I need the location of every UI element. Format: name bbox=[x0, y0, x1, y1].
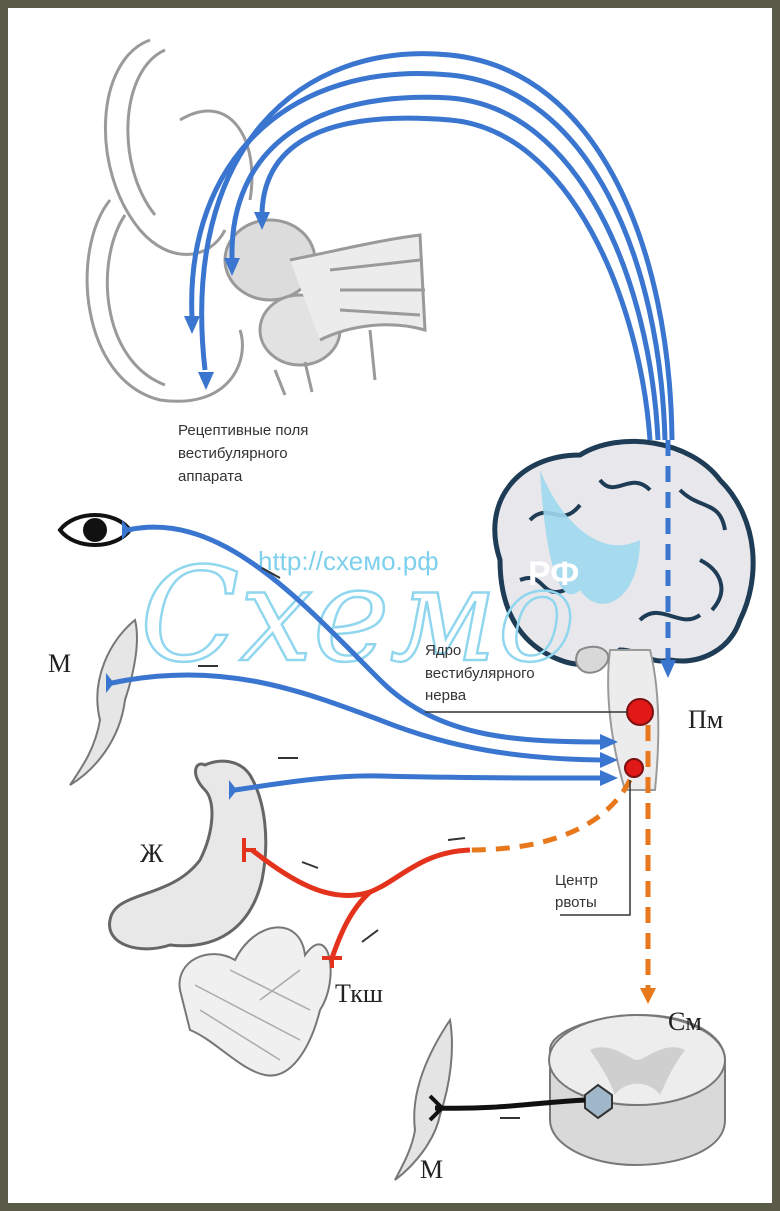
spinal-cord-label: См bbox=[668, 1007, 702, 1036]
svg-text:Рецептивные поля: Рецептивные поля bbox=[178, 422, 308, 439]
svg-text:аппарата: аппарата bbox=[178, 468, 243, 485]
receptive-fields-label: Рецептивные поля вестибулярного аппарата bbox=[178, 422, 308, 485]
rf-label: РФ bbox=[528, 555, 579, 593]
intestine-label: Ткш bbox=[335, 979, 383, 1008]
muscle-top-label: М bbox=[48, 649, 71, 678]
watermark-url: http://схемо.рф bbox=[258, 546, 439, 576]
intestine-drawing bbox=[180, 927, 331, 1075]
svg-text:нерва: нерва bbox=[425, 687, 467, 704]
svg-text:вестибулярного: вестибулярного bbox=[178, 445, 288, 462]
svg-text:рвоты: рвоты bbox=[555, 894, 597, 911]
stomach-label: Ж bbox=[140, 839, 164, 868]
medulla-label: Пм bbox=[688, 705, 723, 734]
vestibular-apparatus-drawing bbox=[87, 40, 425, 401]
svg-text:Центр: Центр bbox=[555, 872, 598, 889]
muscle-bottom-label: М bbox=[420, 1155, 443, 1184]
vomit-center-label: Центр рвоты bbox=[555, 872, 598, 911]
svg-text:Ядро: Ядро bbox=[425, 642, 461, 659]
vestibular-nucleus-dot bbox=[627, 699, 653, 725]
svg-text:вестибулярного: вестибулярного bbox=[425, 665, 535, 682]
muscle-top-drawing bbox=[70, 620, 137, 785]
afferent-arrowhead bbox=[660, 660, 676, 678]
eye-icon bbox=[60, 515, 130, 545]
spinal-cord-section bbox=[549, 1015, 725, 1165]
spinal-arrowhead bbox=[640, 988, 656, 1004]
vomit-center-dot bbox=[625, 759, 643, 777]
